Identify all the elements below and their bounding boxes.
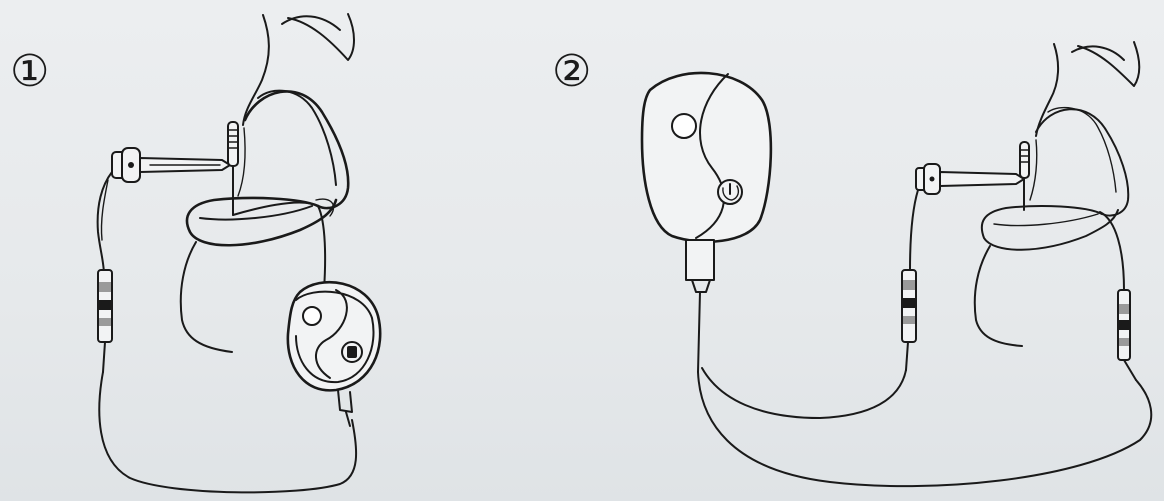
cable-middle-2 (702, 368, 906, 418)
cable-right-2 (1100, 212, 1124, 290)
handheld-device-1 (288, 282, 380, 426)
cable-loop-2 (698, 372, 1151, 486)
panel-2-illustration (642, 42, 1151, 486)
cable-loop-1 (99, 372, 356, 492)
cuff-connector-1 (112, 148, 230, 182)
cuff-connector-2 (910, 164, 1024, 270)
inline-connector-1 (98, 270, 112, 372)
handheld-device-2 (642, 73, 771, 372)
sensor-probe-1 (228, 122, 238, 215)
panel-1-illustration (98, 14, 381, 492)
sensor-probe-2 (1020, 142, 1029, 210)
person-outline-2 (975, 42, 1140, 346)
inline-connector-3 (1118, 290, 1136, 380)
inline-connector-2 (902, 270, 916, 370)
cable-left-1 (98, 172, 112, 275)
